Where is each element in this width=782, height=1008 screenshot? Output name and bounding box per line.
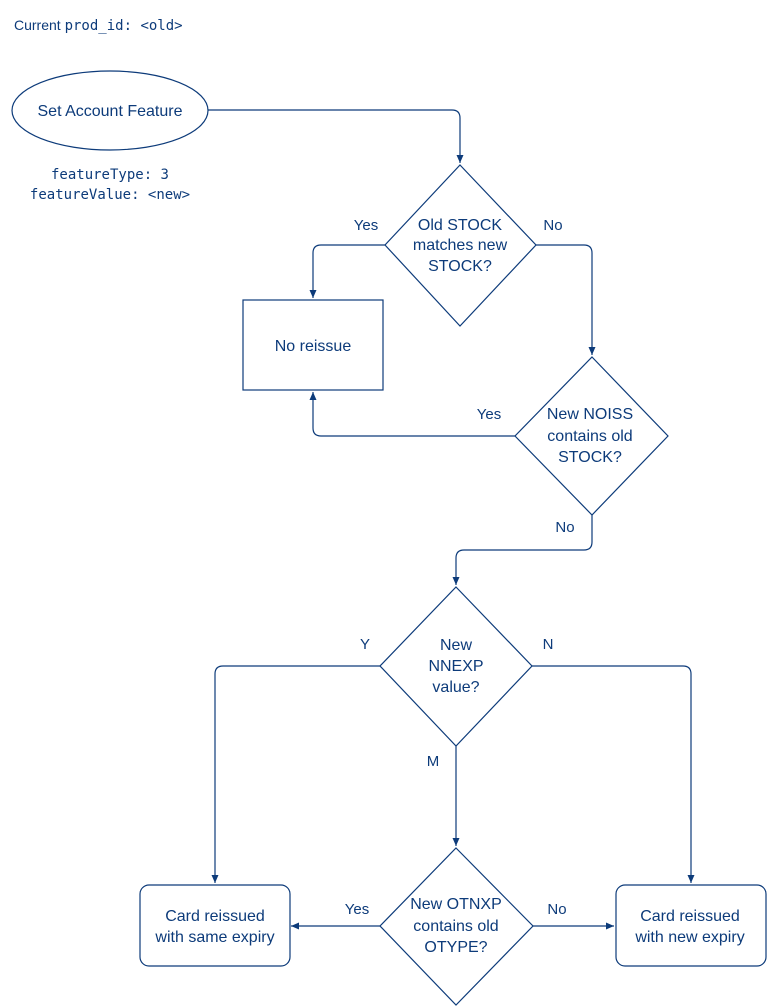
edge-d2-no [452, 515, 593, 585]
decision-nnexp-line1: New [440, 637, 472, 654]
decision-nnexp-line3: value? [432, 679, 479, 696]
reissue-new-expiry-shape [615, 884, 767, 967]
label-d4-no: No [547, 901, 566, 918]
edge-d3-n [532, 665, 695, 883]
no-reissue-node: No reissue [242, 299, 384, 391]
param-feature-value: featureValue: <new> [30, 187, 190, 203]
reissue-new-expiry-node: Card reissued with new expiry [615, 884, 767, 967]
reissue-same-expiry-line2: with same expiry [154, 929, 274, 946]
edge-start-to-d1 [208, 109, 464, 163]
edge-d3-y [211, 665, 380, 883]
start-label: Set Account Feature [38, 103, 183, 120]
decision-otnxp-line2: contains old [413, 918, 498, 935]
reissue-new-expiry-line1: Card reissued [640, 908, 740, 925]
decision-stock-match: Old STOCK matches new STOCK? [384, 164, 537, 327]
decision-nnexp-shape [379, 586, 533, 747]
header-prefix: Current [14, 17, 65, 33]
decision-noiss-shape [514, 356, 669, 516]
header-text: Current prod_id: <old> [14, 17, 183, 34]
no-reissue-shape [242, 299, 384, 391]
label-d2-yes: Yes [477, 406, 501, 423]
label-d3-n: N [543, 636, 554, 653]
no-reissue-label: No reissue [275, 338, 352, 355]
start-node: Set Account Feature [11, 70, 209, 151]
decision-stock-match-line2: matches new [413, 237, 508, 254]
decision-stock-match-line3: STOCK? [428, 258, 492, 275]
decision-otnxp: New OTNXP contains old OTYPE? [379, 847, 534, 1006]
label-d1-yes: Yes [354, 217, 378, 234]
decision-noiss-line2: contains old [547, 428, 632, 445]
decision-noiss: New NOISS contains old STOCK? [514, 356, 669, 516]
start-shape [11, 70, 209, 151]
decision-stock-match-shape [384, 164, 537, 327]
reissue-same-expiry-node: Card reissued with same expiry [139, 884, 291, 967]
decision-otnxp-line1: New OTNXP [410, 896, 502, 913]
param-feature-type: featureType: 3 [51, 167, 169, 183]
decision-stock-match-line1: Old STOCK [418, 217, 503, 234]
reissue-same-expiry-shape [139, 884, 291, 967]
edge-d1-no [536, 244, 596, 355]
reissue-same-expiry-line1: Card reissued [165, 908, 265, 925]
label-d3-y: Y [360, 636, 370, 653]
decision-nnexp-line2: NNEXP [428, 658, 483, 675]
decision-noiss-line1: New NOISS [547, 406, 633, 423]
reissue-new-expiry-line2: with new expiry [634, 929, 744, 946]
label-d1-no: No [543, 217, 562, 234]
label-d4-yes: Yes [345, 901, 369, 918]
label-d2-no: No [555, 519, 574, 536]
decision-noiss-line3: STOCK? [558, 449, 622, 466]
header-code: prod_id [65, 18, 124, 34]
edge-d1-yes [309, 244, 385, 298]
connectors [208, 109, 695, 930]
edge-d2-yes [309, 392, 515, 437]
header-suffix: : <old> [124, 18, 183, 34]
decision-otnxp-shape [379, 847, 534, 1006]
label-d3-m: M [427, 753, 440, 770]
decision-nnexp: New NNEXP value? [379, 586, 533, 747]
decision-otnxp-line3: OTYPE? [424, 939, 487, 956]
